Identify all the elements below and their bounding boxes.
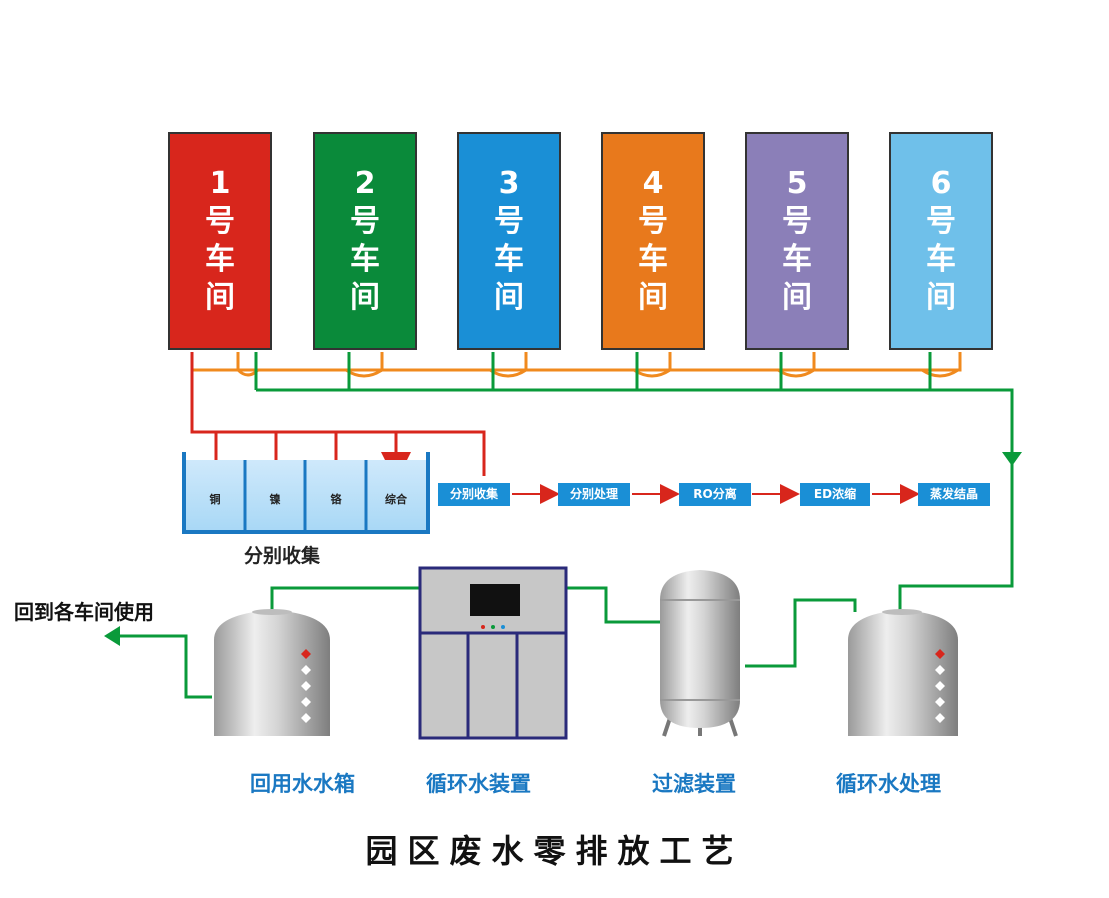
workshop-number: 3 xyxy=(498,166,520,201)
red-pipe xyxy=(190,352,486,476)
workshop-hao: 号 xyxy=(926,204,956,239)
left-arrow-icon xyxy=(104,626,120,646)
workshop-jian: 间 xyxy=(638,280,668,315)
process-step-treat: 分别处理 xyxy=(558,483,630,506)
workshop-jian: 间 xyxy=(782,280,812,315)
orange-pipe-network xyxy=(190,352,962,378)
process-step-evaporation: 蒸发结晶 xyxy=(918,483,990,506)
workshop-jian: 间 xyxy=(494,280,524,315)
process-step-ro: RO分离 xyxy=(679,483,751,506)
workshop-number: 5 xyxy=(786,166,808,201)
workshop-1: 1 号 车 间 xyxy=(168,132,272,350)
workshop-hao: 号 xyxy=(205,204,235,239)
workshop-che: 车 xyxy=(494,242,524,277)
reuse-water-tank xyxy=(214,609,330,736)
process-step-ed: ED浓缩 xyxy=(800,483,870,506)
workshop-number: 1 xyxy=(209,166,231,201)
workshop-hao: 号 xyxy=(350,204,380,239)
page-title: 园区废水零排放工艺 xyxy=(365,832,744,870)
filter-device-label: 过滤装置 xyxy=(652,772,736,796)
workshop-number: 2 xyxy=(354,166,376,201)
process-step-collect: 分别收集 xyxy=(438,483,510,506)
collection-label: 分别收集 xyxy=(244,545,321,567)
workshop-che: 车 xyxy=(205,242,235,277)
circulating-device-label: 循环水装置 xyxy=(426,772,531,796)
down-arrow-icon xyxy=(1002,452,1022,466)
workshop-3: 3 号 车 间 xyxy=(457,132,561,350)
workshop-che: 车 xyxy=(926,242,956,277)
workshop-5: 5 号 车 间 xyxy=(745,132,849,350)
workshop-number: 4 xyxy=(642,166,664,201)
filter-vessel xyxy=(660,570,740,737)
workshop-hao: 号 xyxy=(494,204,524,239)
workshop-hao: 号 xyxy=(782,204,812,239)
circulating-device-cabinet xyxy=(418,566,568,740)
reuse-tank-label: 回用水水箱 xyxy=(250,772,355,796)
green-pipe-network xyxy=(120,352,1014,699)
workshop-jian: 间 xyxy=(350,280,380,315)
workshop-che: 车 xyxy=(638,242,668,277)
tank-label-nickel: 镍 xyxy=(269,493,281,506)
circulating-treatment-label: 循环水处理 xyxy=(836,772,941,796)
workshop-che: 车 xyxy=(350,242,380,277)
workshop-4: 4 号 车 间 xyxy=(601,132,705,350)
circulating-treatment-tank xyxy=(848,609,958,736)
return-to-workshops-label: 回到各车间使用 xyxy=(14,600,154,624)
tank-label-copper: 铜 xyxy=(209,493,221,506)
workshop-number: 6 xyxy=(930,166,952,201)
workshop-2: 2 号 车 间 xyxy=(313,132,417,350)
tank-label-chromium: 铬 xyxy=(330,493,342,506)
workshop-jian: 间 xyxy=(205,280,235,315)
tank-label-mixed: 综合 xyxy=(385,493,407,506)
workshop-6: 6 号 车 间 xyxy=(889,132,993,350)
collection-basin xyxy=(182,452,430,534)
workshop-hao: 号 xyxy=(638,204,668,239)
workshop-che: 车 xyxy=(782,242,812,277)
workshop-jian: 间 xyxy=(926,280,956,315)
